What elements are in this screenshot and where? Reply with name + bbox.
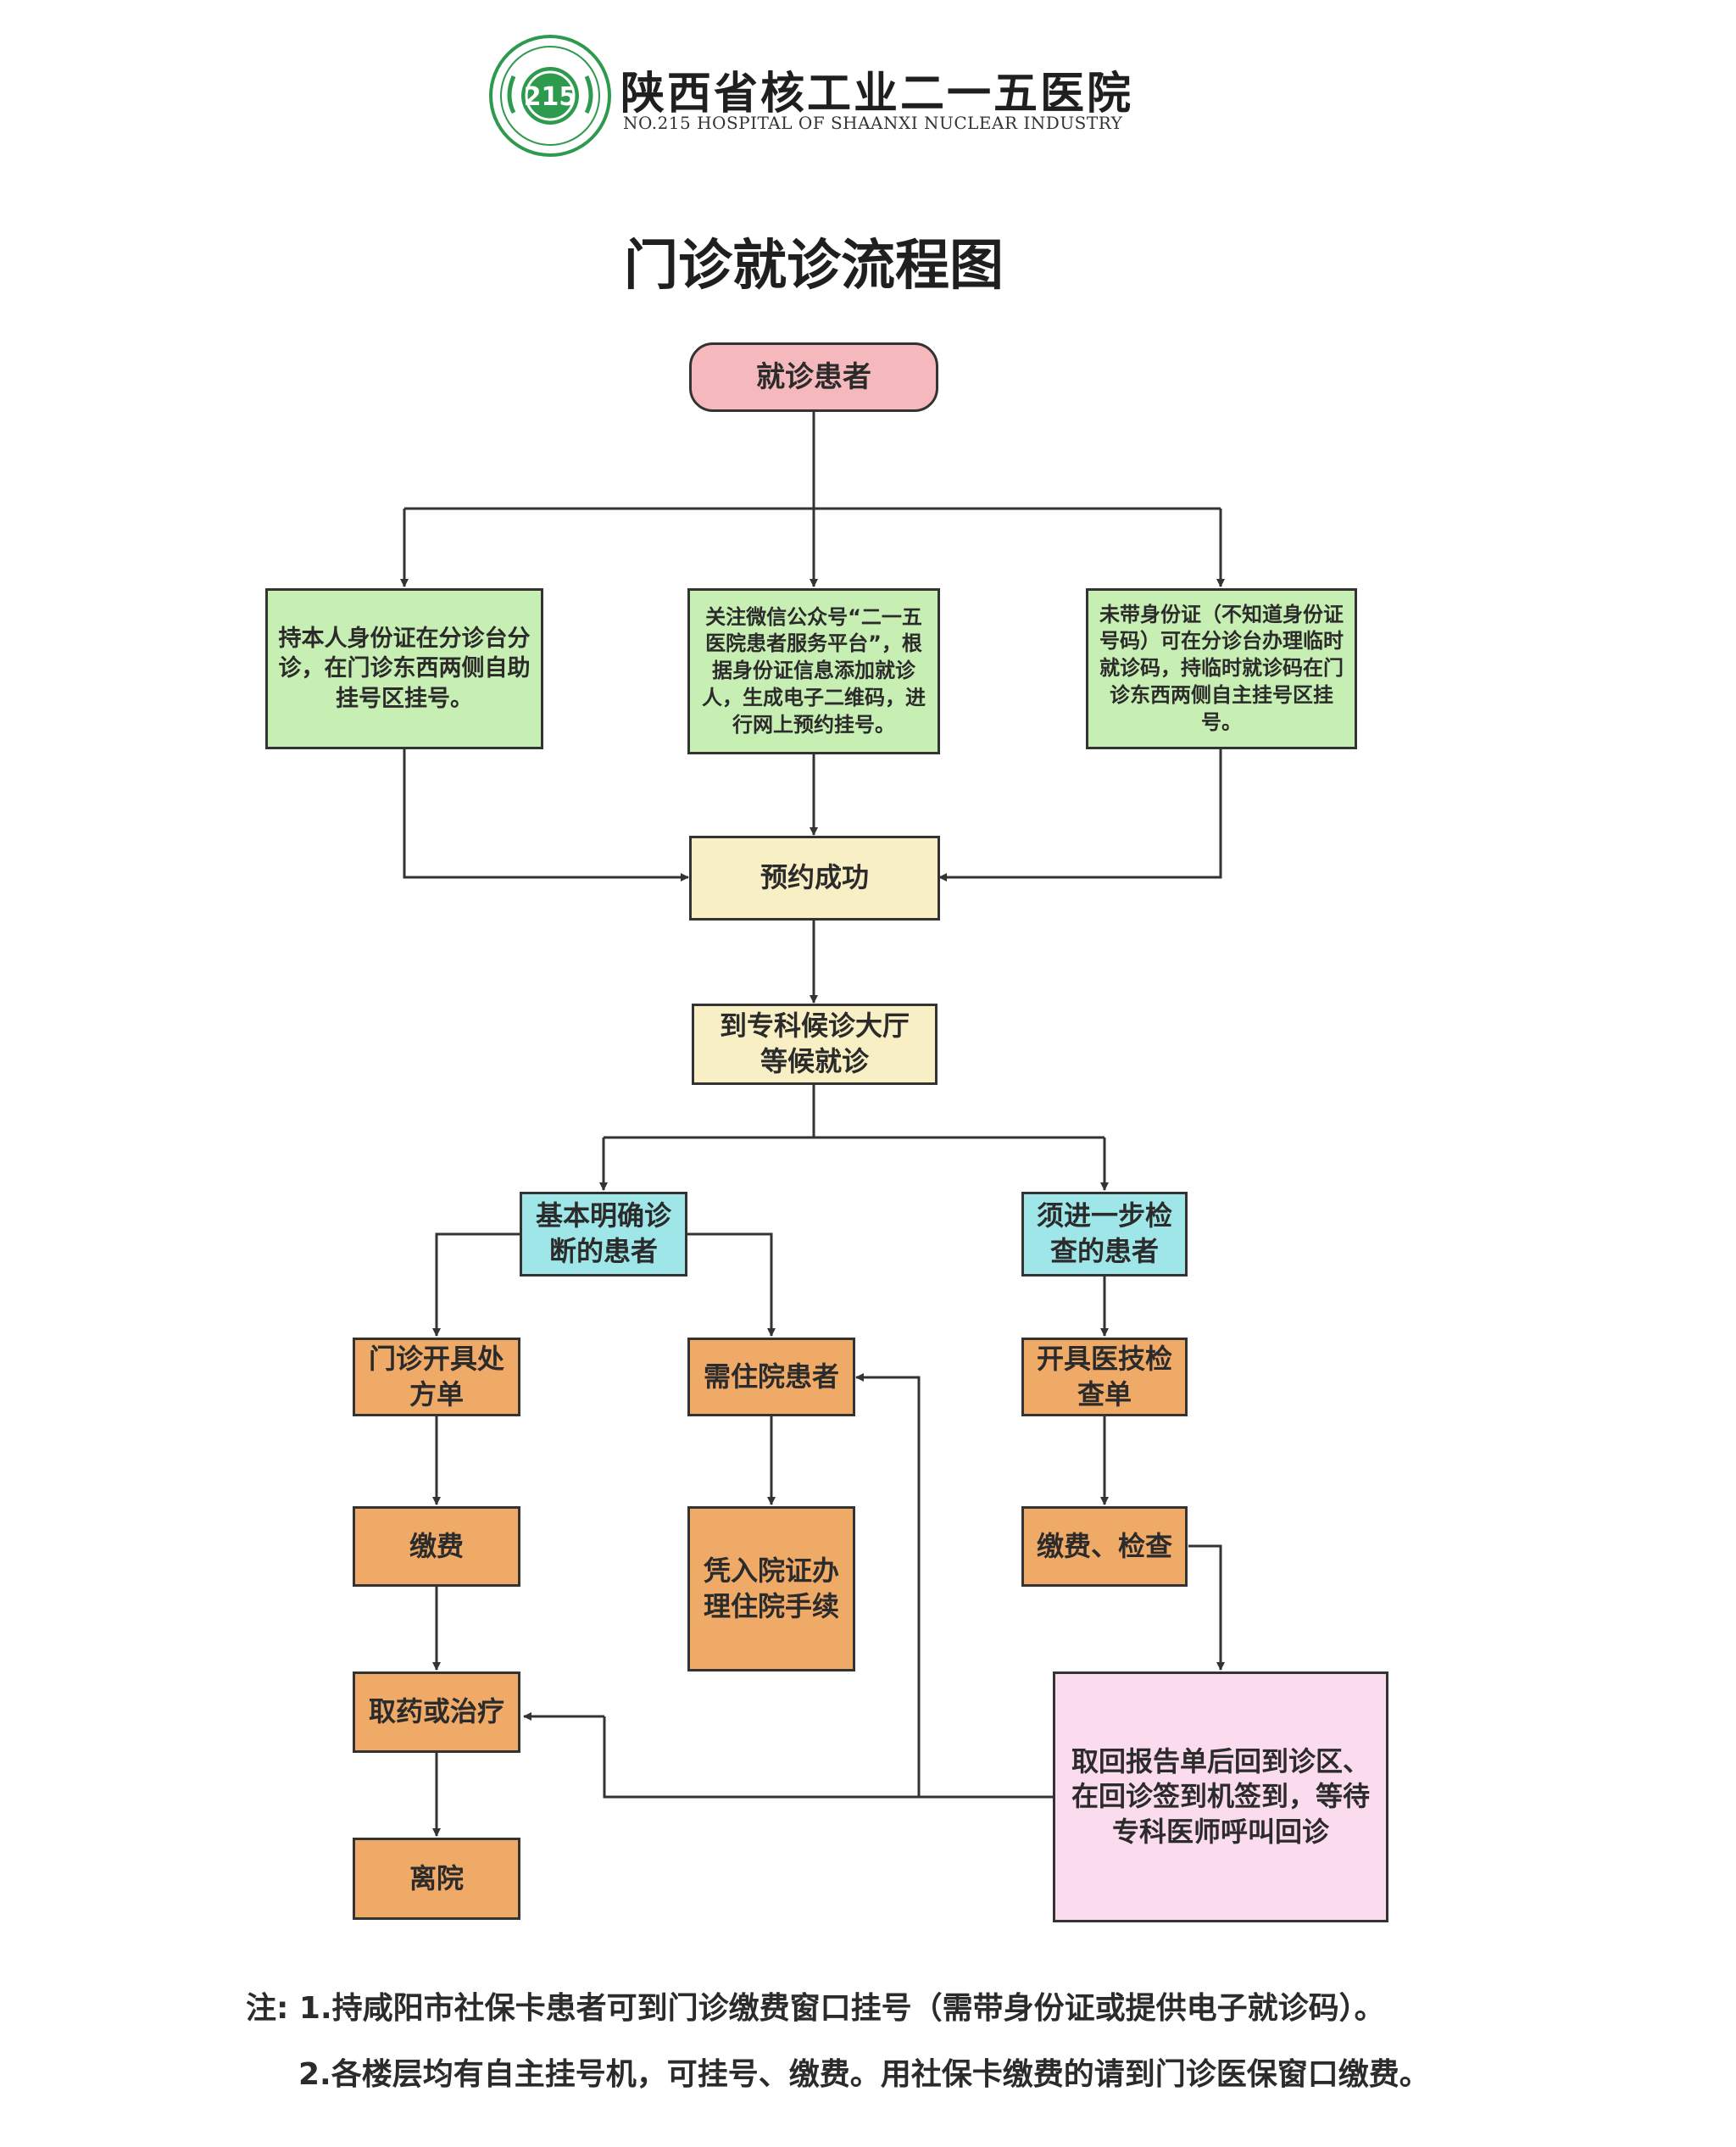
prescription-node: 门诊开具处 方单 — [353, 1338, 520, 1416]
register-option-wechat-text: 关注微信公众号“二一五医院患者服务平台”，根据身份证信息添加就诊人，生成电子二维… — [702, 604, 926, 737]
note-1: 注: 1.持咸阳市社保卡患者可到门诊缴费窗口挂号（需带身份证或提供电子就诊码）。 — [246, 1991, 1385, 2026]
medicine-label: 取药或治疗 — [368, 1695, 504, 1728]
wait-hall-node: 到专科候诊大厅 等候就诊 — [692, 1004, 938, 1085]
arrow-idcard-booking — [403, 749, 689, 882]
payment-label: 缴费 — [409, 1529, 464, 1562]
hospital-name-en: NO.215 HOSPITAL OF SHAANXI NUCLEAR INDUS… — [623, 113, 1123, 133]
hospital-logo: 215 — [489, 35, 611, 157]
page-title: 门诊就诊流程图 — [624, 235, 1004, 298]
start-node: 就诊患者 — [689, 342, 938, 412]
pay-exam-node: 缴费、检查 — [1021, 1506, 1188, 1587]
wait-hall-label: 到专科候诊大厅 等候就诊 — [719, 1010, 910, 1077]
admission-node: 凭入院证办 理住院手续 — [687, 1506, 855, 1671]
note-2: 2.各楼层均有自主挂号机，可挂号、缴费。用社保卡缴费的请到门诊医保窗口缴费。 — [298, 2057, 1430, 2092]
register-option-no-id: 未带身份证（不知道身份证号码）可在分诊台办理临时就诊码，持临时就诊码在门诊东西两… — [1086, 588, 1357, 749]
medicine-node: 取药或治疗 — [353, 1671, 520, 1753]
arrow-pay-report — [1188, 1544, 1225, 1671]
admission-label: 凭入院证办 理住院手续 — [703, 1554, 839, 1622]
arrow-basic-prescription — [432, 1232, 520, 1337]
inpatient-node: 需住院患者 — [687, 1338, 855, 1416]
hospital-name: 陕西省核工业二一五医院 — [620, 69, 1134, 120]
booking-success-label: 预约成功 — [760, 861, 869, 894]
exam-order-label: 开具医技检 查单 — [1036, 1342, 1172, 1410]
register-option-no-id-text: 未带身份证（不知道身份证号码）可在分诊台办理临时就诊码，持临时就诊码在门诊东西两… — [1099, 602, 1344, 734]
further-exam-label: 须进一步检 查的患者 — [1036, 1199, 1172, 1267]
pay-exam-label: 缴费、检查 — [1036, 1529, 1172, 1562]
basic-diagnosis-label: 基本明确诊 断的患者 — [535, 1199, 671, 1267]
inpatient-label: 需住院患者 — [703, 1360, 839, 1393]
logo-number: 215 — [524, 82, 577, 112]
leave-label: 离院 — [409, 1861, 464, 1894]
further-exam-node: 须进一步检 查的患者 — [1021, 1192, 1188, 1277]
leave-node: 离院 — [353, 1838, 520, 1920]
payment-node: 缴费 — [353, 1506, 520, 1587]
register-option-wechat: 关注微信公众号“二一五医院患者服务平台”，根据身份证信息添加就诊人，生成电子二维… — [687, 588, 940, 754]
start-node-label: 就诊患者 — [756, 359, 871, 394]
line-report-back — [603, 1716, 1053, 1799]
report-return-node: 取回报告单后回到诊区、在回诊签到机签到，等待专科医师呼叫回诊 — [1053, 1671, 1388, 1922]
report-return-label: 取回报告单后回到诊区、在回诊签到机签到，等待专科医师呼叫回诊 — [1071, 1744, 1370, 1848]
prescription-label: 门诊开具处 方单 — [368, 1342, 504, 1410]
register-option-idcard: 持本人身份证在分诊台分诊，在门诊东西两侧自助挂号区挂号。 — [265, 588, 543, 749]
basic-diagnosis-node: 基本明确诊 断的患者 — [520, 1192, 687, 1277]
arrow-noid-booking — [938, 749, 1222, 882]
arrow-report-inpatient — [855, 1373, 921, 1797]
register-option-idcard-text: 持本人身份证在分诊台分诊，在门诊东西两侧自助挂号区挂号。 — [278, 625, 531, 712]
booking-success-node: 预约成功 — [689, 836, 940, 921]
exam-order-node: 开具医技检 查单 — [1021, 1338, 1188, 1416]
arrow-basic-inpatient — [687, 1232, 776, 1337]
